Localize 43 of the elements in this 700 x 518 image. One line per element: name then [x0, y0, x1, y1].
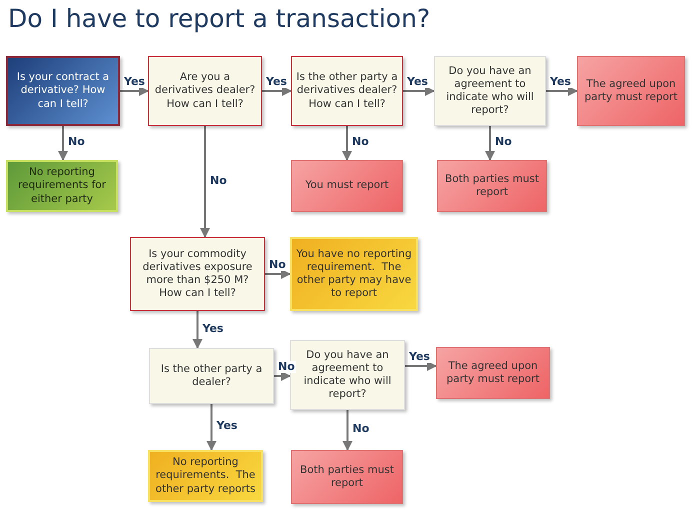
edge-label: Yes — [406, 76, 429, 88]
arrow — [120, 86, 149, 96]
start-box: Is your contract a derivative? How can I tell? — [6, 56, 120, 126]
outcome-box: The agreed upon party must report — [436, 347, 550, 399]
arrow — [342, 410, 352, 451]
edge-label: No — [494, 136, 513, 148]
arrow — [192, 311, 202, 349]
edge-label: No — [209, 174, 228, 187]
edge-label: Yes — [408, 351, 431, 364]
edge-label: Yes — [265, 76, 288, 88]
edge-label: No — [268, 259, 287, 272]
question-box: Are you a derivatives dealer? How can I tell? — [148, 56, 262, 126]
question-box: Is the other party a dealer? — [149, 348, 274, 404]
outcome-box: The agreed upon party must report — [577, 56, 685, 126]
outcome-box: No reporting requirements for either party — [6, 160, 118, 212]
arrow — [546, 86, 578, 96]
title: Do I have to report a transaction? — [8, 4, 430, 33]
arrow — [403, 86, 435, 96]
arrow — [405, 361, 437, 371]
outcome-box: Both parties must report — [437, 160, 547, 212]
arrow — [206, 404, 216, 451]
outcome-box: You have no reporting requirement. The other party may have to report — [290, 237, 418, 311]
arrow — [58, 126, 68, 161]
question-box: Is the other party a derivatives dealer? How can I tell? — [291, 56, 403, 126]
arrow — [200, 126, 210, 238]
edge-label: Yes — [216, 420, 238, 432]
arrow — [274, 371, 291, 381]
edge-label: No — [351, 136, 370, 148]
outcome-box: Both parties must report — [291, 450, 403, 504]
arrow — [485, 126, 495, 161]
edge-label: No — [277, 361, 296, 374]
edge-label: No — [67, 136, 86, 148]
outcome-box: No reporting requirements. The other party reports — [148, 450, 263, 502]
question-box: Is your commodity derivatives exposure more than $250 M? How can I tell? — [130, 237, 265, 311]
arrow — [262, 86, 292, 96]
question-box: Do you have an agreement to indicate who will report? — [434, 56, 546, 126]
edge-label: Yes — [549, 76, 572, 88]
edge-label: No — [352, 423, 370, 436]
arrow — [342, 126, 352, 161]
edge-label: Yes — [202, 322, 224, 335]
edge-label: Yes — [123, 76, 146, 88]
outcome-box: You must report — [291, 160, 403, 212]
arrow — [265, 269, 291, 279]
